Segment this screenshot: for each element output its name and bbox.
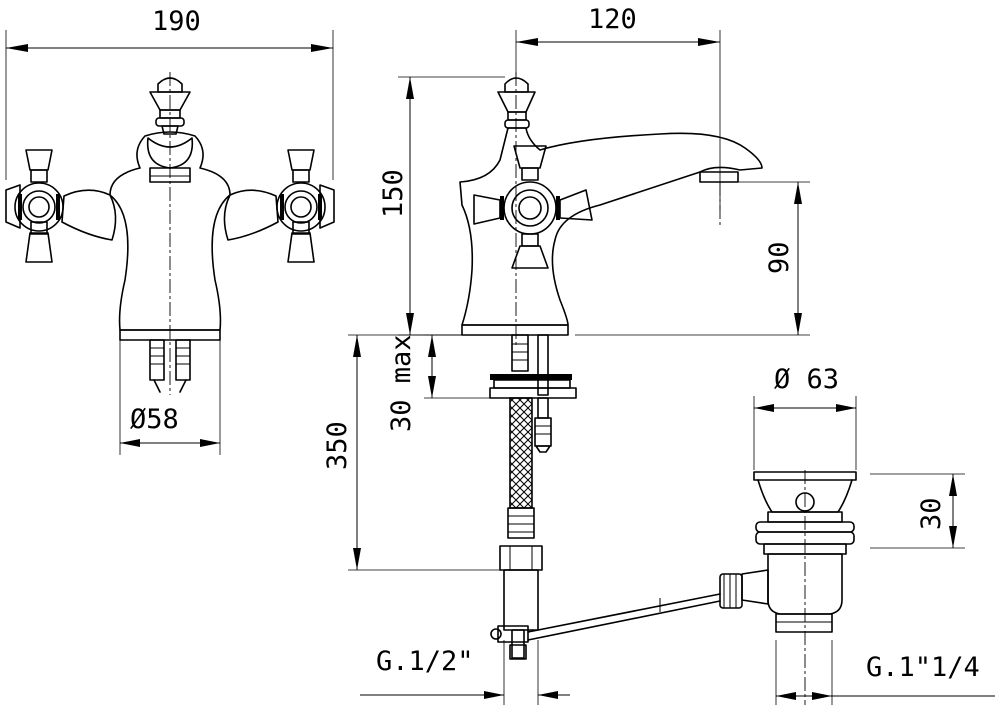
dim-base-diameter-label: Ø58 (130, 404, 179, 435)
waste-view: Ø 63 30 (527, 364, 995, 705)
side-handle (473, 145, 593, 269)
dim-deck-thickness: 30 max (386, 334, 490, 432)
dim-front-width: 190 (5, 6, 334, 180)
dim-hose-length-label: 350 (322, 421, 353, 470)
dim-total-height: 150 (378, 76, 505, 336)
dim-supply-thread-label: G.1/2" (376, 646, 474, 677)
dim-spout-reach-label: 120 (588, 4, 637, 35)
dim-spout-reach: 120 (515, 4, 721, 210)
dim-hose-length: 350 (322, 334, 500, 571)
front-left-handle (5, 149, 64, 263)
dim-waste-thread-label: G.1"1/4 (866, 652, 980, 683)
dim-waste-height: 30 (870, 473, 965, 549)
dim-spout-height: 90 (575, 181, 810, 336)
dim-supply-thread: G.1/2" (360, 640, 570, 705)
front-right-handle (276, 149, 335, 263)
dim-spout-height-label: 90 (764, 241, 795, 274)
dim-waste-thread: G.1"1/4 (775, 640, 995, 705)
dim-front-width-label: 190 (152, 6, 201, 37)
dim-total-height-label: 150 (378, 169, 409, 218)
dim-deck-thickness-label: 30 max (386, 334, 417, 432)
front-supply-studs (149, 339, 191, 393)
dim-waste-diameter: Ø 63 (753, 364, 857, 470)
front-view: 190 (5, 6, 335, 455)
dim-waste-diameter-label: Ø 63 (774, 364, 839, 395)
side-view: 120 150 90 (322, 4, 810, 705)
dim-waste-height-label: 30 (916, 497, 947, 530)
dim-base-diameter: Ø58 (119, 340, 221, 455)
